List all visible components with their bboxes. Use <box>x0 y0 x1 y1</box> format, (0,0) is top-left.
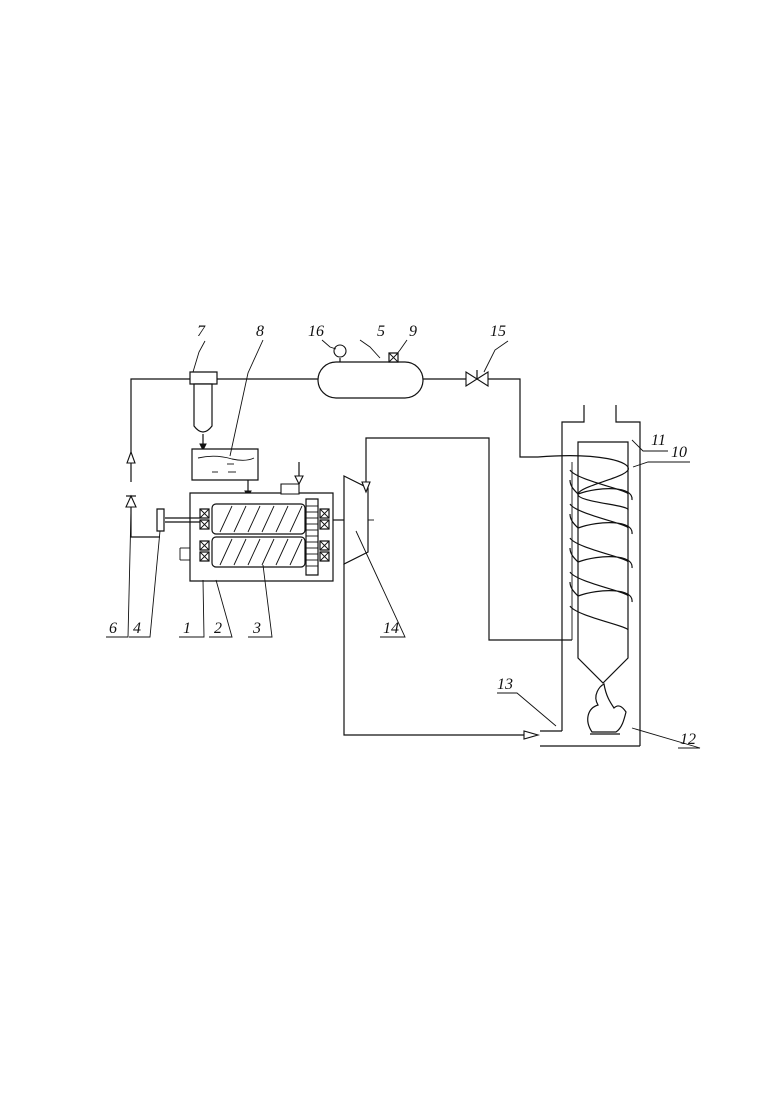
exhaust-pipe <box>344 564 538 739</box>
furnace <box>538 405 640 746</box>
label-16: 16 <box>308 323 324 340</box>
timing-gears <box>306 499 318 575</box>
coupling <box>157 509 164 531</box>
label-6: 6 <box>109 620 117 637</box>
label-1: 1 <box>183 620 191 637</box>
label-2: 2 <box>214 620 222 637</box>
label-4: 4 <box>133 620 141 637</box>
oil-tank <box>192 449 258 497</box>
label-9: 9 <box>409 323 417 340</box>
label-8: 8 <box>256 323 264 340</box>
label-14: 14 <box>383 620 399 637</box>
flame-icon <box>588 684 626 734</box>
label-13: 13 <box>497 676 513 693</box>
label-15: 15 <box>490 323 506 340</box>
label-10: 10 <box>671 444 687 461</box>
filter <box>190 372 217 450</box>
turbine <box>344 438 572 640</box>
label-7: 7 <box>197 323 206 340</box>
air-tank <box>318 345 423 398</box>
label-11: 11 <box>651 432 666 449</box>
label-5: 5 <box>377 323 385 340</box>
stop-valve <box>466 370 488 386</box>
label-3: 3 <box>252 620 261 637</box>
label-12: 12 <box>680 731 696 748</box>
